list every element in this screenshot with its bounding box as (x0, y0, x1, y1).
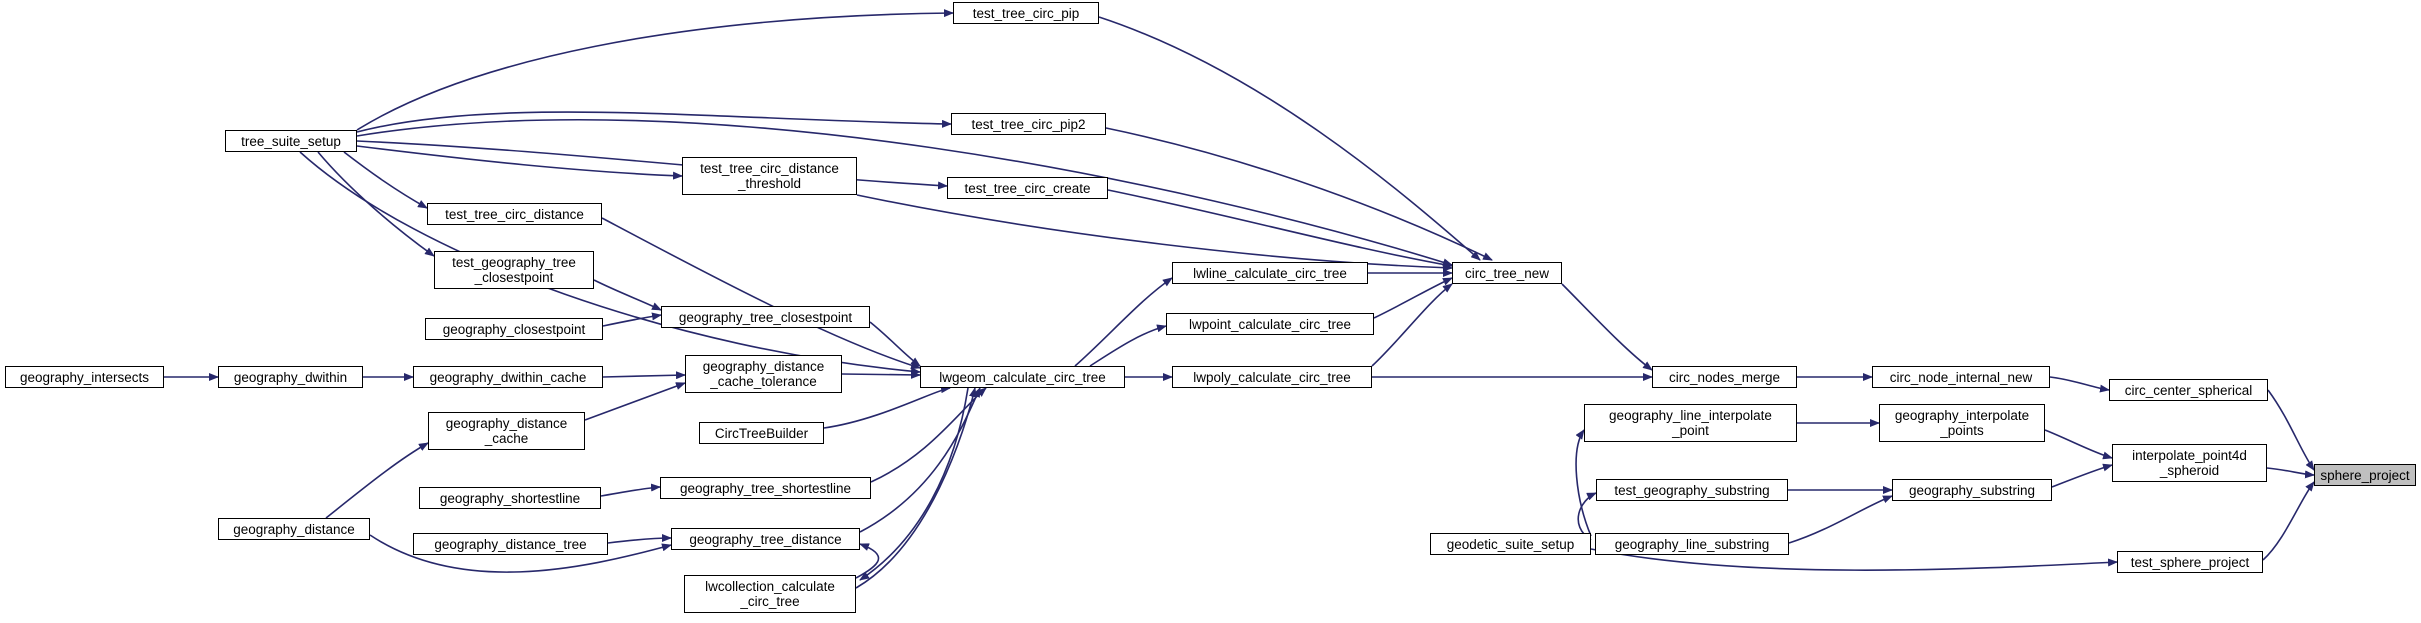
graph-node-label: circ_center_spherical (2124, 382, 2253, 398)
graph-node-geography-line-interpolate-point[interactable]: geography_line_interpolate _point (1584, 404, 1797, 442)
graph-node-geography-distance-tree[interactable]: geography_distance_tree (413, 533, 608, 555)
graph-node-geography-intersects[interactable]: geography_intersects (5, 366, 164, 388)
graph-node-label: geography_distance _cache (445, 416, 568, 446)
graph-node-label: geography_dwithin (233, 369, 348, 385)
graph-node-lwpoint-calculate-circ-tree[interactable]: lwpoint_calculate_circ_tree (1166, 313, 1374, 335)
graph-node-test-geography-substring[interactable]: test_geography_substring (1596, 479, 1788, 501)
graph-node-label: test_tree_circ_pip (972, 5, 1080, 21)
graph-node-test-tree-circ-create[interactable]: test_tree_circ_create (947, 177, 1108, 199)
graph-node-test-tree-circ-pip2[interactable]: test_tree_circ_pip2 (951, 113, 1106, 135)
graph-node-label: circ_nodes_merge (1668, 369, 1781, 385)
graph-node-interpolate-point4d-spheroid[interactable]: interpolate_point4d _spheroid (2112, 444, 2267, 482)
graph-node-label: test_sphere_project (2130, 554, 2250, 570)
graph-node-label: geography_tree_shortestline (679, 480, 852, 496)
graph-node-label: geography_dwithin_cache (429, 369, 587, 385)
graph-node-tree-suite-setup[interactable]: tree_suite_setup (225, 130, 357, 152)
graph-node-geography-dwithin[interactable]: geography_dwithin (218, 366, 363, 388)
graph-node-geography-tree-distance[interactable]: geography_tree_distance (671, 528, 860, 550)
graph-node-geography-substring[interactable]: geography_substring (1892, 479, 2052, 501)
graph-node-label: geography_line_interpolate _point (1609, 408, 1772, 438)
graph-node-geography-distance-cache[interactable]: geography_distance _cache (428, 412, 585, 450)
graph-node-geography-tree-shortestline[interactable]: geography_tree_shortestline (660, 477, 871, 499)
graph-node-geography-line-substring[interactable]: geography_line_substring (1595, 533, 1789, 555)
graph-node-label: lwcollection_calculate _circ_tree (705, 579, 835, 609)
graph-node-label: geography_shortestline (439, 490, 581, 506)
graph-node-label: test_tree_circ_distance _threshold (700, 161, 839, 191)
graph-node-test-tree-circ-distance[interactable]: test_tree_circ_distance (427, 203, 602, 225)
graph-node-circ-tree-new[interactable]: circ_tree_new (1452, 262, 1562, 284)
graph-node-label: circ_node_internal_new (1889, 369, 2033, 385)
graph-node-label: test_geography_substring (1614, 482, 1770, 498)
graph-node-label: circ_tree_new (1464, 265, 1550, 281)
graph-node-label: geography_closestpoint (442, 321, 586, 337)
graph-node-label: geography_intersects (19, 369, 150, 385)
graph-node-label: geography_interpolate _points (1894, 408, 2030, 438)
graph-node-label: geography_line_substring (1614, 536, 1770, 552)
graph-node-CircTreeBuilder[interactable]: CircTreeBuilder (699, 422, 824, 444)
graph-node-lwgeom-calculate-circ-tree[interactable]: lwgeom_calculate_circ_tree (920, 366, 1125, 388)
graph-node-test-tree-circ-pip[interactable]: test_tree_circ_pip (953, 2, 1099, 24)
graph-node-circ-nodes-merge[interactable]: circ_nodes_merge (1652, 366, 1797, 388)
graph-node-label: test_geography_tree _closestpoint (452, 255, 576, 285)
graph-node-label: lwpoint_calculate_circ_tree (1188, 316, 1352, 332)
graph-node-label: test_tree_circ_distance (445, 206, 584, 222)
graph-node-lwpoly-calculate-circ-tree[interactable]: lwpoly_calculate_circ_tree (1172, 366, 1372, 388)
graph-node-test-tree-circ-distance-threshold[interactable]: test_tree_circ_distance _threshold (682, 157, 857, 195)
graph-node-sphere-project[interactable]: sphere_project (2314, 464, 2416, 486)
graph-node-geography-distance-cache-tolerance[interactable]: geography_distance _cache_tolerance (685, 355, 842, 393)
graph-node-label: tree_suite_setup (241, 133, 341, 149)
graph-node-circ-node-internal-new[interactable]: circ_node_internal_new (1872, 366, 2050, 388)
graph-node-geography-dwithin-cache[interactable]: geography_dwithin_cache (413, 366, 603, 388)
graph-node-label: geography_tree_closestpoint (678, 309, 853, 325)
graph-node-test-geography-tree-closestpoint[interactable]: test_geography_tree _closestpoint (434, 251, 594, 289)
graph-node-circ-center-spherical[interactable]: circ_center_spherical (2109, 379, 2268, 401)
graph-node-label: test_tree_circ_pip2 (971, 116, 1086, 132)
graph-node-geography-shortestline[interactable]: geography_shortestline (419, 487, 601, 509)
graph-node-lwcollection-calculate-circ-tree[interactable]: lwcollection_calculate _circ_tree (684, 575, 856, 613)
graph-node-label: geography_distance_tree (434, 536, 587, 552)
graph-node-geography-tree-closestpoint[interactable]: geography_tree_closestpoint (661, 306, 870, 328)
graph-node-label: geography_substring (1908, 482, 2036, 498)
graph-node-label: test_tree_circ_create (964, 180, 1091, 196)
graph-node-label: lwpoly_calculate_circ_tree (1193, 369, 1351, 385)
graph-node-label: geography_tree_distance (689, 531, 842, 547)
graph-node-test-sphere-project[interactable]: test_sphere_project (2117, 551, 2263, 573)
graph-node-label: sphere_project (2320, 467, 2410, 483)
graph-node-label: geography_distance (233, 521, 355, 537)
graph-node-geodetic-suite-setup[interactable]: geodetic_suite_setup (1430, 533, 1591, 555)
graph-node-geography-closestpoint[interactable]: geography_closestpoint (425, 318, 603, 340)
graph-node-label: geodetic_suite_setup (1446, 536, 1575, 552)
graph-node-geography-interpolate-points[interactable]: geography_interpolate _points (1879, 404, 2045, 442)
graph-node-label: lwgeom_calculate_circ_tree (939, 369, 1106, 385)
graph-node-lwline-calculate-circ-tree[interactable]: lwline_calculate_circ_tree (1172, 262, 1368, 284)
graph-node-geography-distance[interactable]: geography_distance (218, 518, 370, 540)
graph-node-label: lwline_calculate_circ_tree (1193, 265, 1347, 281)
graph-node-label: interpolate_point4d _spheroid (2132, 448, 2247, 478)
graph-node-label: CircTreeBuilder (714, 425, 809, 441)
graph-node-label: geography_distance _cache_tolerance (702, 359, 825, 389)
